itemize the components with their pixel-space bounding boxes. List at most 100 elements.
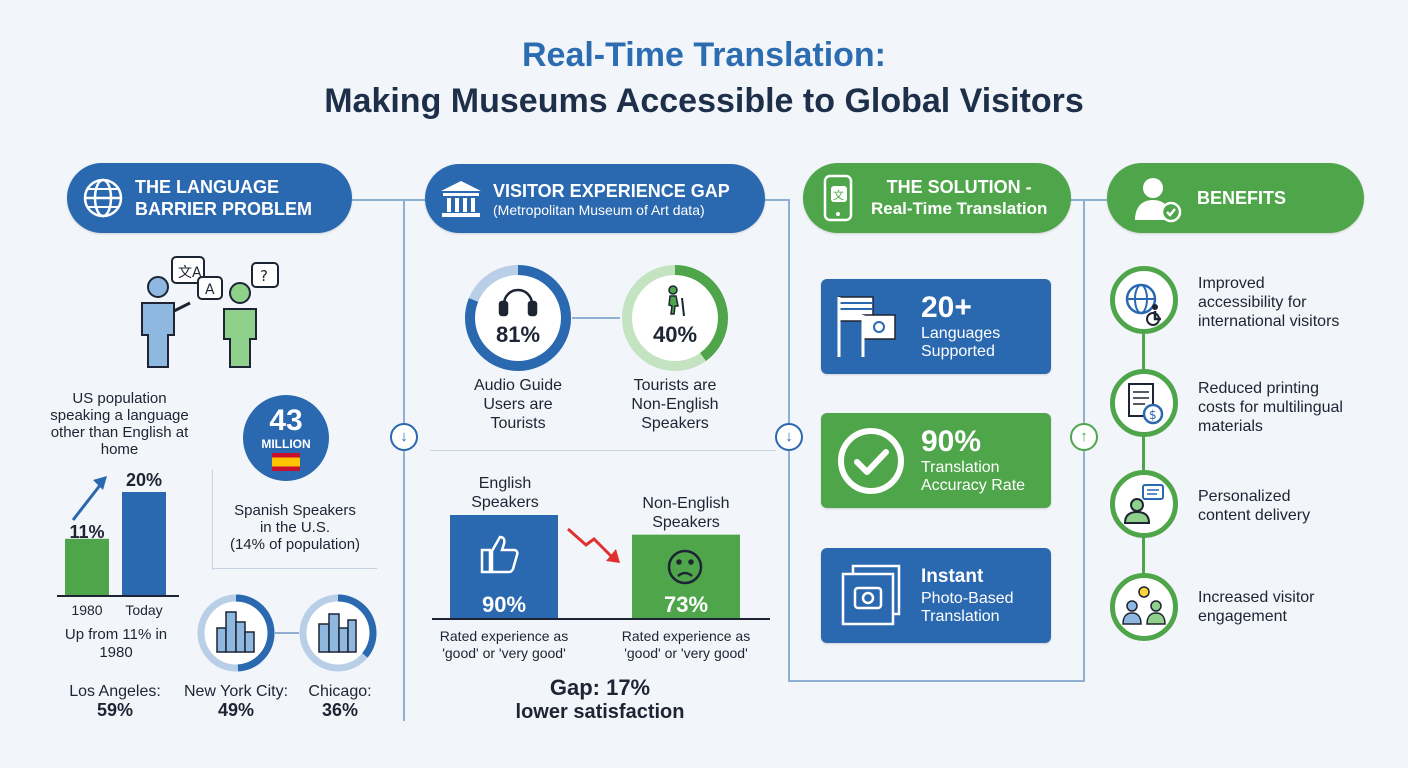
city-value: 59% [96, 700, 134, 720]
spanish-big-number: 43 [269, 404, 303, 437]
headphones-icon [498, 288, 538, 317]
spanish-caption-1: Spanish Speakers [234, 502, 356, 519]
spanish-speakers-badge: 43 MILLION [243, 395, 329, 481]
comparison-label-line: English [478, 475, 532, 492]
divider [212, 470, 213, 570]
globe-accessibility-icon [1125, 283, 1161, 326]
benefits-header: BENEFITS [1107, 163, 1364, 233]
donut-label-line: Tourists [490, 415, 546, 432]
connector-line [1083, 199, 1107, 201]
benefit-line: Improved [1198, 275, 1265, 292]
connector-line [762, 199, 790, 201]
non-english-value: 73% [663, 592, 709, 617]
photo-icon [841, 564, 901, 626]
donut-label-line: Non-English [631, 396, 719, 413]
down-arrow-icon: ↓ [775, 423, 803, 451]
card-text: Languages Supported [921, 325, 1000, 361]
svg-text:文: 文 [833, 188, 844, 202]
non-english-label: Non-English Speakers [625, 494, 747, 532]
donut-label-non-english: Tourists are Non-English Speakers [605, 376, 745, 433]
language-barrier-heading-2: BARRIER PROBLEM [135, 199, 313, 219]
museum-icon [441, 180, 481, 217]
title-line-2: Making Museums Accessible to Global Visi… [324, 82, 1084, 120]
benefit-circle [1110, 266, 1178, 334]
caption-line: 'good' or 'very good' [624, 645, 748, 661]
benefits-connector [1142, 300, 1145, 600]
benefit-circle [1110, 573, 1178, 641]
caption-line: Rated experience as [439, 628, 569, 644]
city-chicago: Chicago: 36% [290, 682, 390, 720]
thumbs-up-icon [480, 535, 519, 574]
card-text: Photo-Based Translation [921, 590, 1014, 626]
phone-translate-icon: 文 [823, 174, 853, 222]
visitor-donuts [465, 265, 728, 371]
bar-value-today: 20% [125, 470, 163, 490]
gap-line-2: lower satisfaction [515, 701, 685, 723]
benefit-circle: $ [1110, 369, 1178, 437]
benefit-line: materials [1198, 418, 1263, 435]
gap-summary: Gap: 17% lower satisfaction [480, 676, 720, 724]
benefit-line: content delivery [1198, 507, 1311, 524]
city-nyc: New York City: 49% [172, 682, 300, 720]
globe-icon [83, 178, 123, 218]
population-bar-today [122, 492, 166, 596]
city-value: 36% [321, 700, 359, 720]
trend-arrow-icon [71, 483, 103, 521]
city-la: Los Angeles: 59% [50, 682, 180, 720]
non-english-bar [632, 534, 740, 619]
donut-label-audio: Audio Guide Users are Tourists [450, 376, 586, 433]
english-caption: Rated experience as 'good' or 'very good… [430, 628, 578, 662]
solution-card-photo: Instant Photo-Based Translation [821, 548, 1051, 643]
language-barrier-heading-1: THE LANGUAGE [135, 177, 279, 197]
decline-arrow-icon [567, 527, 614, 559]
card-line: Languages [921, 325, 1001, 342]
card-line: Photo-Based [921, 590, 1014, 607]
divider [430, 450, 776, 451]
card-line: Translation [921, 608, 1000, 625]
comparison-label-line: Non-English [642, 495, 730, 512]
connector-line [352, 199, 404, 201]
user-message-icon [1123, 484, 1164, 524]
svg-text:A: A [205, 282, 215, 298]
card-text: Translation Accuracy Rate [921, 459, 1025, 495]
card-big-value: 20+ [921, 291, 972, 324]
document-cost-icon: $ [1128, 383, 1164, 425]
donut-arc-non-english [622, 265, 728, 371]
benefit-line: Increased visitor [1198, 589, 1315, 606]
donut-label-line: Users are [483, 396, 553, 413]
benefit-line: accessibility for [1198, 294, 1307, 311]
city-value: 49% [217, 700, 255, 720]
flags-icon [837, 296, 896, 357]
svg-text:?: ? [260, 267, 268, 285]
conversation-illustration: 文A A ? [141, 256, 279, 368]
city-skyline-icon [216, 611, 357, 653]
spanish-caption-3: (14% of population) [229, 536, 361, 553]
person-check-icon [1135, 178, 1182, 223]
bar-label-1980: 1980 [71, 602, 103, 618]
svg-text:文A: 文A [178, 265, 202, 281]
benefit-line: costs for multilingual [1198, 399, 1343, 416]
bar-value-1980: 11% [69, 522, 105, 542]
card-big-value: 90% [921, 425, 982, 458]
spain-flag-icon [272, 453, 300, 471]
checkmark-icon [838, 428, 904, 494]
caption-line: Rated experience as [621, 628, 751, 644]
solution-card-languages: 20+ Languages Supported [821, 279, 1051, 374]
english-bar [450, 515, 558, 619]
solution-header: 文 THE SOLUTION - Real-Time Translation [803, 163, 1071, 233]
trend-arrow-head [93, 476, 107, 490]
sad-face-icon [667, 549, 703, 585]
benefit-circle [1110, 470, 1178, 538]
connector-line [403, 199, 405, 721]
benefit-text: Reduced printing costs for multilingual … [1198, 379, 1343, 436]
satisfaction-bar-chart [432, 515, 770, 620]
hiker-icon [668, 285, 685, 317]
benefits-heading: BENEFITS [1197, 188, 1287, 208]
benefit-line: international visitors [1198, 313, 1340, 330]
spanish-unit: MILLION [261, 437, 311, 451]
visitor-gap-subheading: (Metropolitan Museum of Art data) [493, 201, 705, 218]
card-line: Supported [921, 343, 995, 360]
comparison-label-line: Speakers [471, 494, 539, 511]
us-population-label: US population speaking a language other … [50, 390, 189, 458]
divider [212, 568, 377, 569]
